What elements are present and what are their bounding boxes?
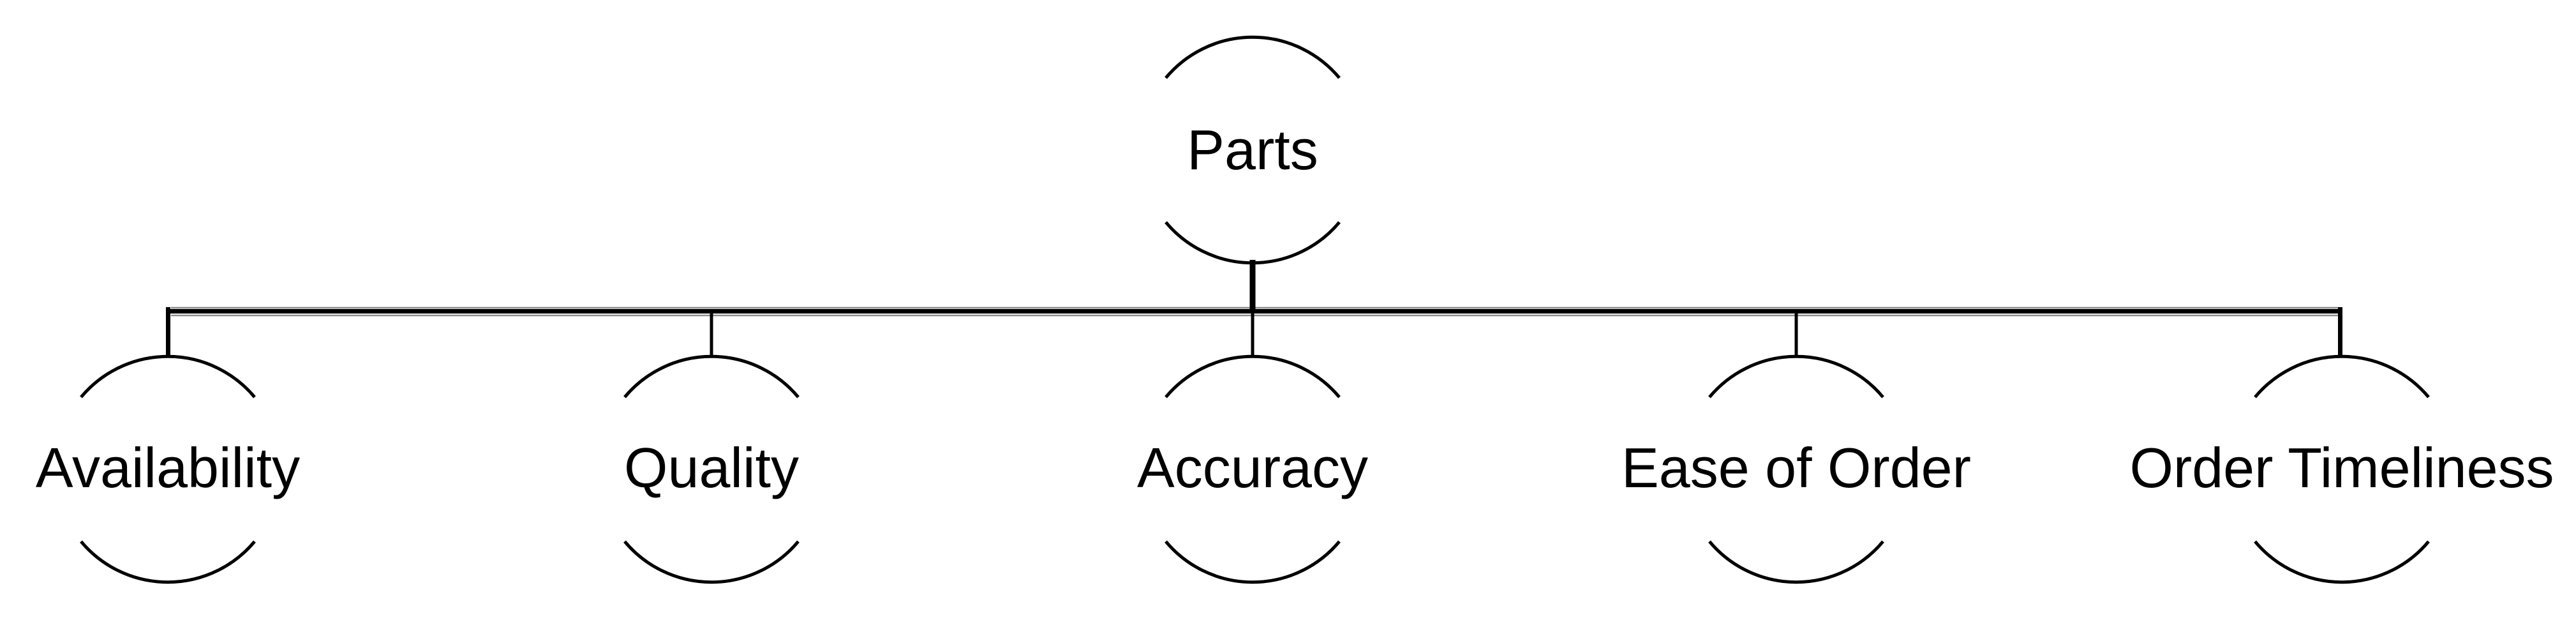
order-timeliness-bottom-arc bbox=[2254, 540, 2430, 584]
availability-bottom-arc bbox=[80, 540, 256, 584]
order-timeliness-top-arc bbox=[2254, 354, 2430, 398]
node-quality-label: Quality bbox=[624, 436, 799, 499]
ease-of-order-top-arc bbox=[1708, 354, 1884, 398]
node-order-timeliness-label: Order Timeliness bbox=[2129, 436, 2554, 499]
node-parts-label: Parts bbox=[1187, 118, 1318, 181]
parts-bottom-arc bbox=[1165, 221, 1341, 265]
node-ease-of-order-label: Ease of Order bbox=[1621, 436, 1971, 499]
accuracy-bottom-arc bbox=[1165, 540, 1341, 584]
node-availability-label: Availability bbox=[35, 436, 301, 499]
accuracy-top-arc bbox=[1165, 354, 1341, 398]
availability-top-arc bbox=[80, 354, 256, 398]
ease-of-order-bottom-arc bbox=[1708, 540, 1884, 584]
parts-top-arc bbox=[1165, 35, 1341, 79]
quality-top-arc bbox=[623, 354, 800, 398]
node-accuracy-label: Accuracy bbox=[1137, 436, 1368, 499]
quality-bottom-arc bbox=[623, 540, 800, 584]
